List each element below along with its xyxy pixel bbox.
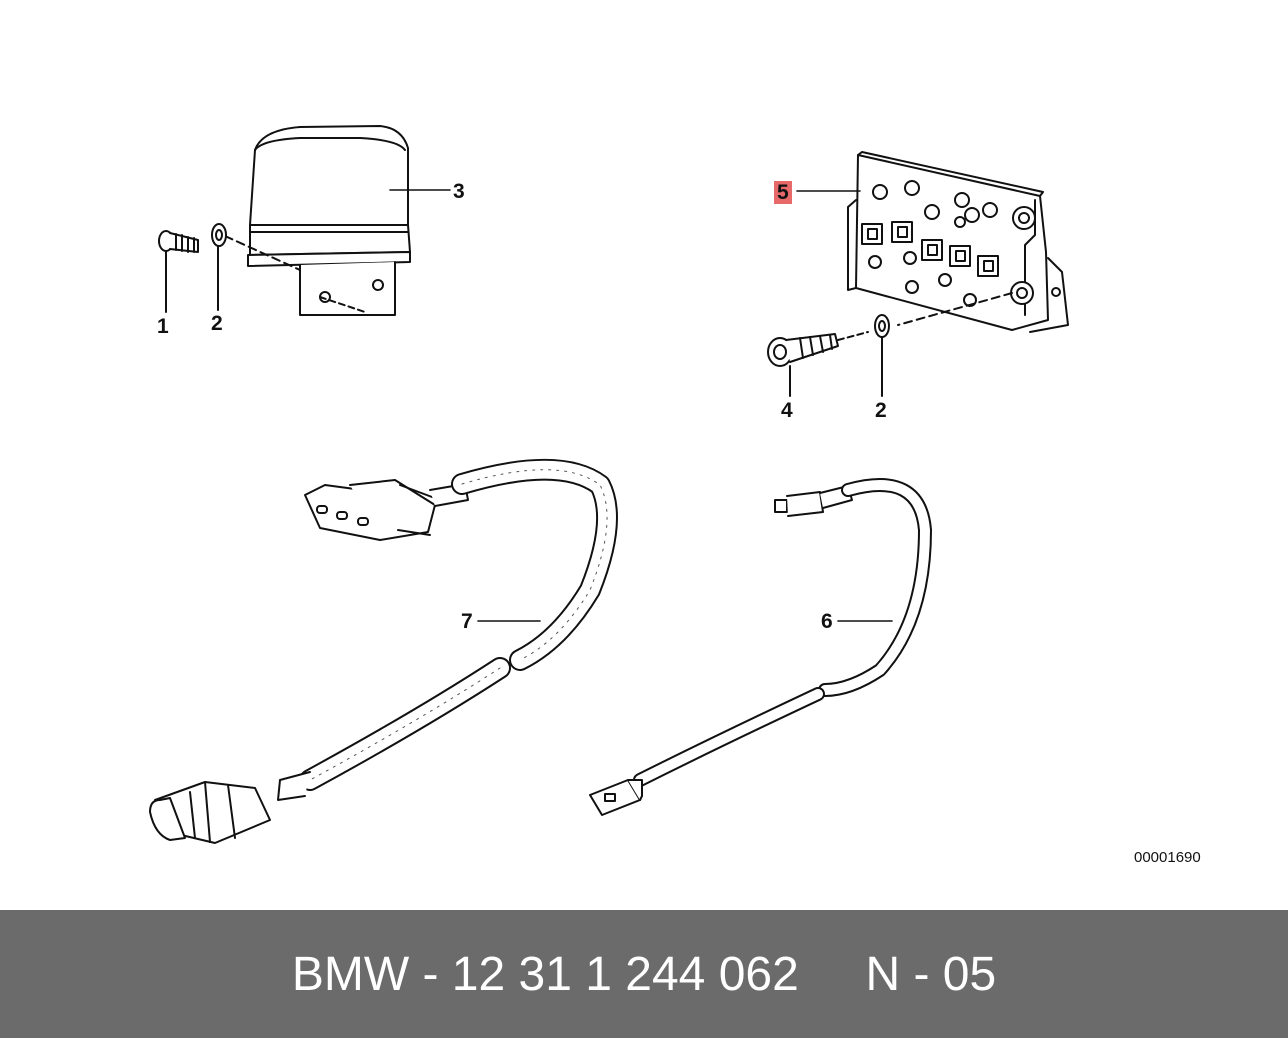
callout-1: 1 <box>157 315 169 338</box>
callout-5-highlighted: 5 <box>774 181 792 204</box>
callout-2-right: 2 <box>875 399 887 422</box>
callout-4: 4 <box>781 399 793 422</box>
callout-6: 6 <box>821 610 833 633</box>
part-number-caption: BMW - 12 31 1 244 062 N - 05 <box>291 947 997 1001</box>
bolt-part-4 <box>767 331 869 397</box>
washer-part-2-right <box>874 314 890 397</box>
washer-part-2-left <box>211 223 227 311</box>
relay-regulator-part <box>224 125 411 316</box>
rectifier-plate-part <box>847 151 1069 333</box>
cable-harness-part-7 <box>149 458 619 844</box>
callout-2-left: 2 <box>211 312 223 335</box>
cable-part-6 <box>589 478 932 816</box>
callout-3: 3 <box>453 180 465 203</box>
footer-bar: BMW - 12 31 1 244 062 N - 05 <box>0 910 1288 1038</box>
callout-7: 7 <box>461 610 473 633</box>
diagram-number: 00001690 <box>1134 849 1201 866</box>
bolt-part-1 <box>158 230 199 313</box>
parts-diagram: 1 2 3 5 4 2 7 6 00001690 <box>149 125 1201 866</box>
exploded-view-drawing <box>149 125 1069 844</box>
